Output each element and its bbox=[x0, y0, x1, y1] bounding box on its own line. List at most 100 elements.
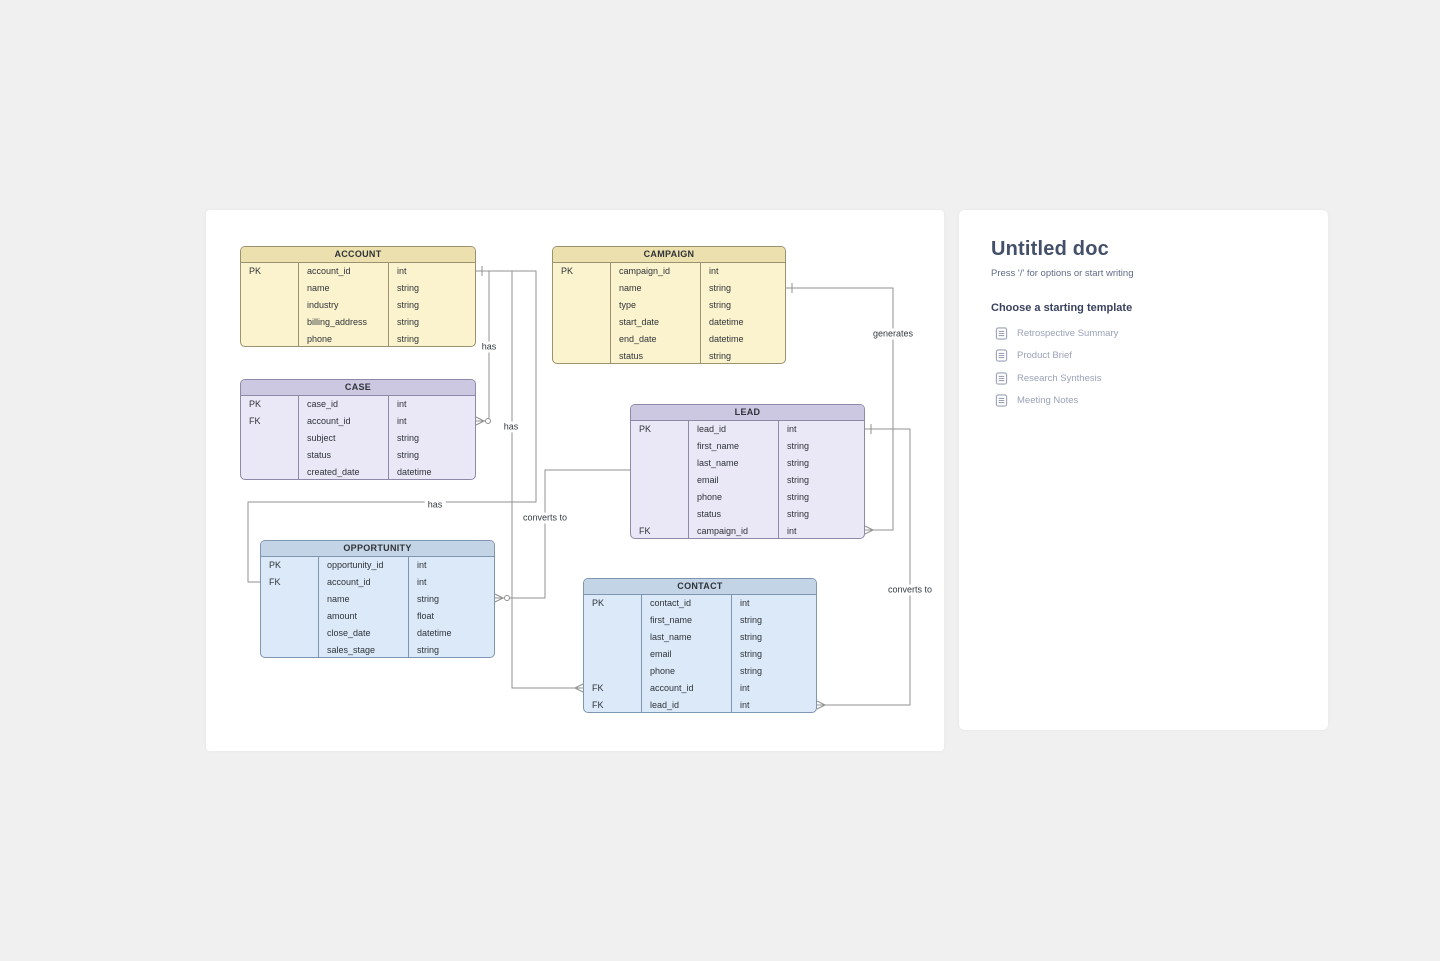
key-cell: PK bbox=[592, 598, 605, 608]
field-cell: account_id bbox=[641, 680, 731, 697]
relationship-label-campaign-lead[interactable]: generates bbox=[869, 328, 917, 340]
field-cell: case_id bbox=[298, 396, 388, 413]
type-cell: datetime bbox=[700, 331, 785, 348]
type-cell: string bbox=[778, 438, 864, 455]
field-cell: account_id bbox=[298, 413, 388, 430]
key-cell bbox=[631, 472, 688, 489]
relationship-label-account-case[interactable]: has bbox=[478, 341, 500, 353]
relationship-label-lead-contact[interactable]: converts to bbox=[884, 584, 936, 596]
field-cell: close_date bbox=[318, 625, 408, 642]
field-cell: subject bbox=[298, 430, 388, 447]
type-cell: datetime bbox=[700, 314, 785, 331]
field-cell: last_name bbox=[688, 455, 778, 472]
diagram-canvas[interactable]: has has has generates converts to conver… bbox=[206, 210, 944, 751]
relationship-label-account-opportunity[interactable]: has bbox=[424, 499, 446, 511]
template-item-research-synthesis[interactable]: Research Synthesis bbox=[995, 367, 1295, 390]
table-title: OPPORTUNITY bbox=[261, 541, 494, 557]
key-cell bbox=[241, 447, 298, 464]
field-cell: billing_address bbox=[298, 314, 388, 331]
field-cell: campaign_id bbox=[610, 263, 700, 280]
key-cell bbox=[261, 608, 318, 625]
type-cell: int bbox=[408, 574, 494, 591]
key-cell bbox=[261, 625, 318, 642]
key-cell bbox=[553, 348, 610, 363]
type-cell: int bbox=[408, 557, 494, 574]
field-cell: account_id bbox=[298, 263, 388, 280]
relationship-label-account-contact[interactable]: has bbox=[500, 421, 522, 433]
key-cell bbox=[553, 331, 610, 348]
template-item-meeting-notes[interactable]: Meeting Notes bbox=[995, 390, 1295, 413]
key-cell bbox=[241, 314, 298, 331]
type-cell: string bbox=[388, 447, 475, 464]
key-cell: PK bbox=[639, 424, 652, 434]
key-cell bbox=[261, 591, 318, 608]
key-cell: FK bbox=[269, 577, 281, 587]
type-cell: int bbox=[731, 680, 816, 697]
type-cell: int bbox=[778, 523, 864, 538]
field-cell: name bbox=[318, 591, 408, 608]
key-cell bbox=[631, 438, 688, 455]
field-cell: opportunity_id bbox=[318, 557, 408, 574]
key-cell bbox=[261, 642, 318, 657]
key-cell bbox=[553, 297, 610, 314]
template-item-product-brief[interactable]: Product Brief bbox=[995, 345, 1295, 368]
document-icon bbox=[995, 394, 1008, 407]
table-title: LEAD bbox=[631, 405, 864, 421]
key-cell bbox=[631, 506, 688, 523]
key-cell bbox=[631, 489, 688, 506]
document-icon bbox=[995, 349, 1008, 362]
relationship-label-lead-opportunity[interactable]: converts to bbox=[519, 512, 571, 524]
template-item-retrospective-summary[interactable]: Retrospective Summary bbox=[995, 322, 1295, 345]
type-cell: float bbox=[408, 608, 494, 625]
field-cell: name bbox=[298, 280, 388, 297]
field-cell: status bbox=[610, 348, 700, 363]
doc-title[interactable]: Untitled doc bbox=[991, 238, 1109, 260]
field-cell: created_date bbox=[298, 464, 388, 479]
doc-placeholder-hint[interactable]: Press '/' for options or start writing bbox=[991, 268, 1134, 279]
type-cell: string bbox=[778, 506, 864, 523]
table-title: CAMPAIGN bbox=[553, 247, 785, 263]
field-cell: contact_id bbox=[641, 595, 731, 612]
key-cell bbox=[631, 455, 688, 472]
doc-panel: Untitled doc Press '/' for options or st… bbox=[959, 210, 1328, 730]
type-cell: string bbox=[731, 646, 816, 663]
field-cell: first_name bbox=[641, 612, 731, 629]
field-cell: name bbox=[610, 280, 700, 297]
field-cell: status bbox=[298, 447, 388, 464]
type-cell: string bbox=[388, 280, 475, 297]
field-cell: phone bbox=[688, 489, 778, 506]
type-cell: int bbox=[731, 595, 816, 612]
type-cell: int bbox=[388, 413, 475, 430]
field-cell: email bbox=[641, 646, 731, 663]
key-cell bbox=[584, 646, 641, 663]
field-cell: industry bbox=[298, 297, 388, 314]
